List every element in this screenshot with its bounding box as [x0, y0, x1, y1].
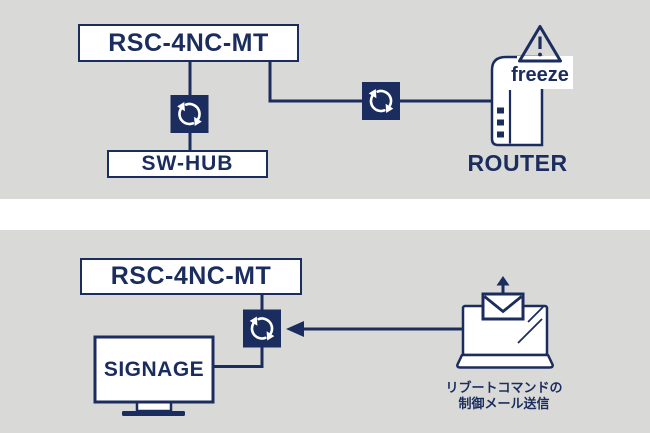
- arrow-left-icon: [286, 321, 304, 337]
- router-led: [497, 119, 504, 126]
- reboot-cycle-icon: [169, 93, 210, 135]
- router-led: [497, 107, 504, 114]
- connector-lines: [188, 60, 492, 368]
- router-led: [497, 131, 504, 138]
- reboot-cycle-icon: [360, 80, 402, 122]
- signage-monitor-illustration: [93, 335, 215, 416]
- mail-send-icon: [481, 276, 525, 321]
- warning-triangle-icon: [518, 25, 562, 63]
- router-illustration: [490, 55, 573, 147]
- arrow-up-icon: [496, 276, 510, 286]
- reboot-cycle-icon: [241, 308, 283, 349]
